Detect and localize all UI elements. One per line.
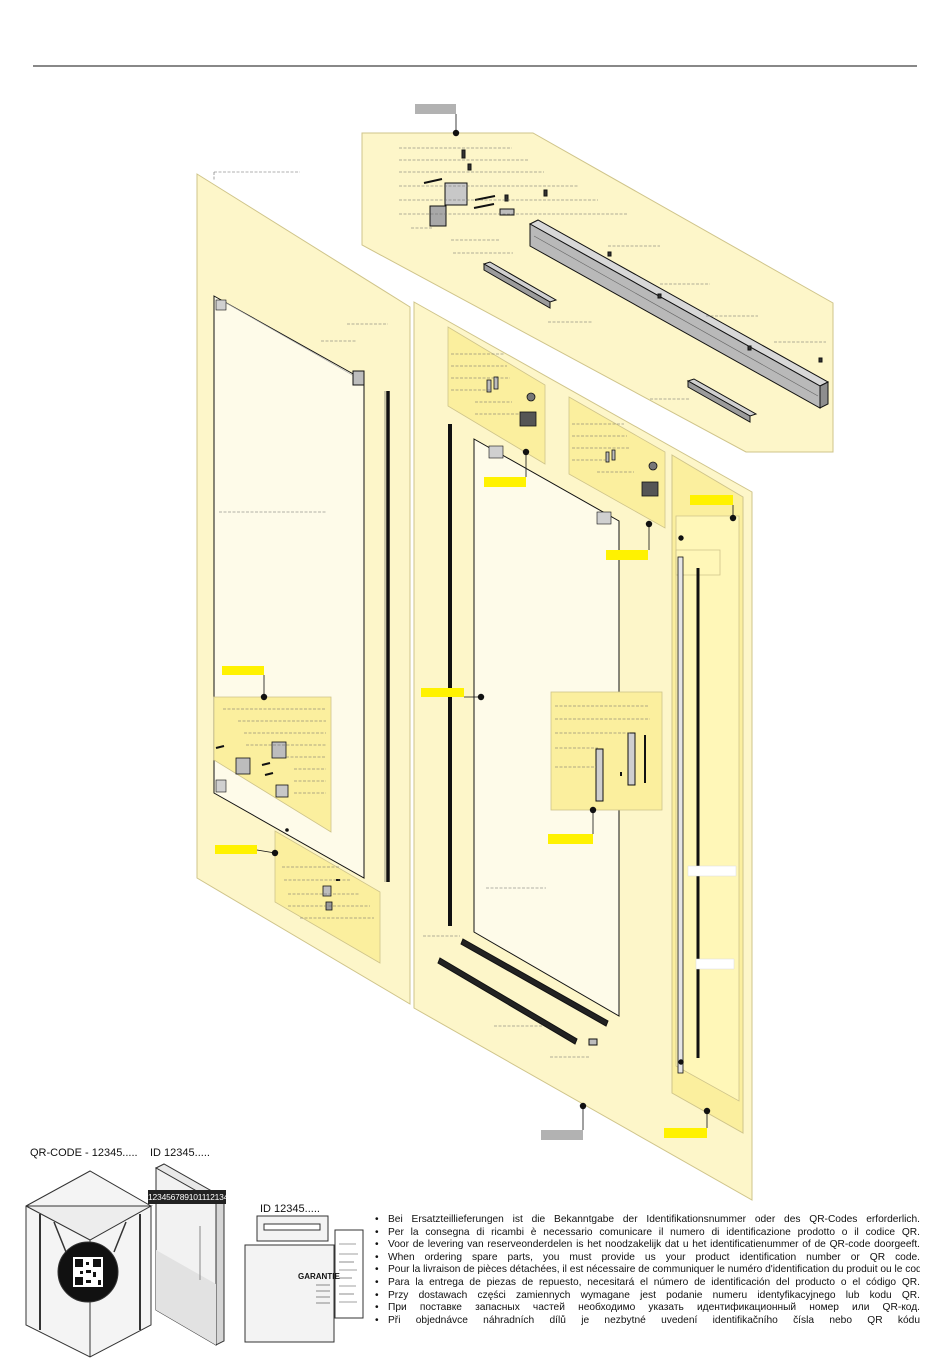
top-rail-leaders	[213, 147, 826, 400]
door-handle	[595, 732, 646, 802]
enclosure-illustration	[25, 1170, 153, 1358]
door-grey-tag	[541, 1130, 583, 1140]
notice-it: Per la consegna di ricambi è necessario …	[375, 1227, 920, 1240]
top-rail-panel	[361, 132, 834, 453]
door-tag-upper-right	[606, 550, 648, 560]
notice-en: When ordering spare parts, you must prov…	[375, 1252, 920, 1265]
id-sticker: 123456789101112134	[148, 1190, 229, 1204]
door-glass	[473, 438, 620, 1017]
left-panel-leaders	[219, 323, 388, 513]
wall-profile-right	[677, 535, 700, 1074]
left-detail-box-lower	[274, 830, 381, 964]
notice-fr: Pour la livraison de pièces détachées, i…	[375, 1264, 920, 1277]
notice-pl: Przy dostawach części zamiennych wymagan…	[375, 1290, 920, 1303]
right-tag-lower	[664, 1128, 707, 1138]
right-tag-upper	[690, 495, 733, 505]
top-rail-assembly	[423, 149, 830, 423]
door-detail-box-left	[447, 326, 546, 465]
notice-cs: Při objednávce náhradních dílů je nezbyt…	[375, 1315, 920, 1328]
door-detail-box-right	[568, 396, 666, 529]
notice-ru: При поставке запасных частей необходимо …	[375, 1302, 920, 1315]
spare-parts-notice: Bei Ersatzteillieferungen ist die Bekann…	[375, 1214, 920, 1327]
left-tag-lower	[215, 845, 257, 854]
door-bottom-seals	[437, 938, 609, 1046]
notice-de: Bei Ersatzteillieferungen ist die Bekann…	[375, 1214, 920, 1227]
top-rail-grey-tag	[415, 104, 456, 114]
box-id-caption: ID 12345.....	[260, 1203, 320, 1215]
top-rail-callout-dot	[452, 129, 460, 137]
door-tag-main	[421, 688, 464, 697]
garantie-label: GARANTIE	[298, 1272, 340, 1281]
right-white-label-1	[687, 865, 737, 877]
qr-code-caption: QR-CODE - 12345.....	[30, 1147, 138, 1159]
right-profile-inner-box	[675, 515, 740, 1102]
door-tag-upper-left	[484, 477, 526, 487]
notice-nl: Voor de levering van reserveonderdelen i…	[375, 1239, 920, 1252]
door-leaders	[423, 887, 590, 1058]
handle-tag	[548, 834, 593, 844]
right-white-label-2	[695, 958, 735, 970]
id-caption: ID 12345.....	[150, 1147, 210, 1159]
wall-bracket	[444, 182, 468, 206]
wall-profile-left	[384, 391, 390, 882]
garantie-illustration	[244, 1215, 364, 1343]
left-tag-upper	[222, 666, 264, 675]
qr-code-pattern	[75, 1259, 101, 1285]
notice-es: Para la entrega de piezas de repuesto, n…	[375, 1277, 920, 1290]
handle-detail-box	[550, 691, 663, 811]
left-detail-upper-parts	[215, 741, 289, 798]
left-detail-box-upper	[213, 696, 332, 833]
